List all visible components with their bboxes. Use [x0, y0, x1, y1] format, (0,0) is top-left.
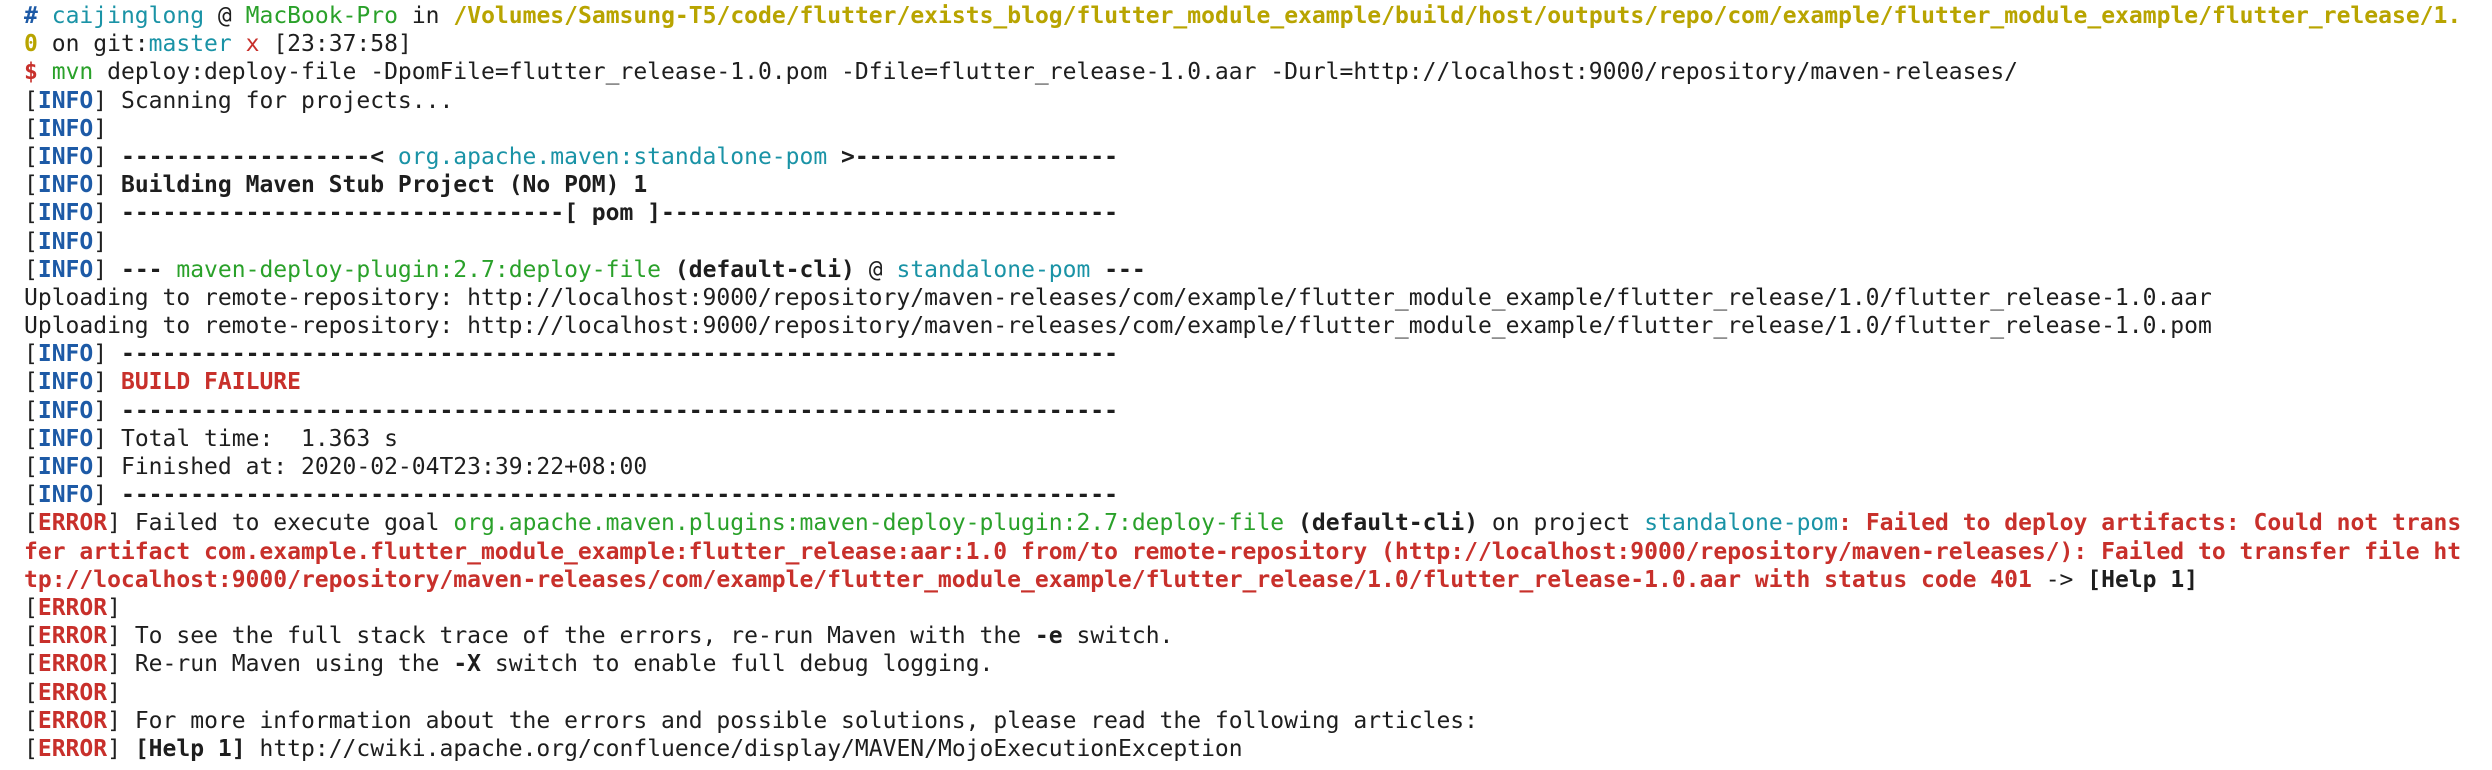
plugin-exec: (default-cli): [674, 256, 855, 283]
log-line: [INFO] Building Maven Stub Project (No P…: [24, 171, 2468, 199]
prompt-dollar: $: [24, 59, 38, 86]
log-line: [INFO] ------------------< org.apache.ma…: [24, 143, 2468, 171]
prompt-path: /Volumes/Samsung-T5/code/flutter/exists_…: [24, 3, 2462, 58]
plugin-at: @: [868, 256, 883, 283]
error-tag: [ERROR]: [24, 707, 121, 734]
error-line: [ERROR] For more information about the e…: [24, 707, 2468, 735]
error-arrow: ->: [2045, 566, 2074, 593]
error-text: To see the full stack trace of the error…: [134, 623, 1022, 650]
command-args: deploy:deploy-file -DpomFile=flutter_rel…: [107, 59, 2019, 86]
error-text: Re-run Maven using the: [134, 651, 440, 678]
info-tag: [INFO]: [24, 228, 108, 255]
separator: ----------------------------------------…: [120, 482, 1118, 509]
info-tag: [INFO]: [24, 115, 108, 142]
total-time: Total time: 1.363 s: [120, 425, 398, 452]
info-tag: [INFO]: [24, 172, 108, 199]
build-failure: BUILD FAILURE: [120, 369, 301, 396]
info-tag: [INFO]: [24, 143, 108, 170]
error-text: switch to enable full debug logging.: [494, 651, 994, 678]
flag-e: -e: [1034, 623, 1063, 650]
log-line: [INFO] Total time: 1.363 s: [24, 425, 2468, 453]
log-text: Scanning for projects...: [120, 87, 454, 114]
error-text: Failed to execute goal: [134, 510, 440, 537]
error-line: [ERROR] Re-run Maven using the -X switch…: [24, 650, 2468, 678]
upload-line: Uploading to remote-repository: http://l…: [24, 313, 2212, 340]
error-text: switch.: [1076, 623, 1174, 650]
log-line: [INFO] Scanning for projects...: [24, 87, 2468, 115]
prompt-on-git: on git:: [51, 31, 149, 58]
log-line: [INFO] --- maven-deploy-plugin:2.7:deplo…: [24, 256, 2468, 284]
info-tag: [INFO]: [24, 87, 108, 114]
error-line: [ERROR] [Help 1] http://cwiki.apache.org…: [24, 735, 2468, 763]
plugin-project: standalone-pom: [896, 256, 1091, 283]
log-text: --------------------------------[ pom ]-…: [120, 200, 1118, 227]
error-text: on project: [1491, 510, 1631, 537]
command-name: mvn: [51, 59, 94, 86]
log-line: [INFO]: [24, 115, 2468, 143]
info-tag: [INFO]: [24, 482, 108, 509]
log-line: [INFO]: [24, 228, 2468, 256]
info-tag: [INFO]: [24, 200, 108, 227]
prompt-at: @: [217, 3, 232, 29]
info-tag: [INFO]: [24, 454, 108, 481]
upload-line: Uploading to remote-repository: http://l…: [24, 284, 2212, 311]
command-line[interactable]: $ mvn deploy:deploy-file -DpomFile=flutt…: [24, 58, 2468, 86]
log-text: ------------------<: [120, 143, 398, 170]
prompt-dirty: x: [245, 31, 260, 58]
error-line: [ERROR]: [24, 679, 2468, 707]
log-line: [INFO] BUILD FAILURE: [24, 368, 2468, 396]
info-tag: [INFO]: [24, 425, 108, 452]
flag-x: -X: [453, 651, 482, 678]
log-line: [INFO] --------------------------------[…: [24, 199, 2468, 227]
prompt-branch: master: [148, 31, 232, 58]
error-tag: [ERROR]: [24, 679, 121, 706]
artifact-id: org.apache.maven:standalone-pom: [397, 143, 828, 170]
log-line: [INFO] ---------------------------------…: [24, 340, 2468, 368]
info-tag: [INFO]: [24, 256, 108, 283]
error-tag: [ERROR]: [24, 651, 121, 678]
error-tag: [ERROR]: [24, 510, 121, 537]
log-text: ---: [120, 256, 177, 283]
error-text: For more information about the errors an…: [134, 707, 1479, 734]
prompt-hash: #: [24, 3, 38, 29]
prompt-time: [23:37:58]: [273, 31, 412, 58]
separator: ----------------------------------------…: [120, 341, 1118, 368]
log-text: >-------------------: [827, 143, 1118, 170]
info-tag: [INFO]: [24, 369, 108, 396]
log-line: [INFO] ---------------------------------…: [24, 481, 2468, 509]
error-tag: [ERROR]: [24, 623, 121, 650]
info-tag: [INFO]: [24, 397, 108, 424]
error-line: [ERROR] To see the full stack trace of t…: [24, 622, 2468, 650]
separator: ----------------------------------------…: [120, 397, 1118, 424]
prompt-host: MacBook-Pro: [245, 3, 398, 29]
log-text: Building Maven Stub Project (No POM) 1: [120, 172, 648, 199]
prompt-user: caijinglong: [51, 3, 205, 29]
plugin-goal: maven-deploy-plugin:2.7:deploy-file: [176, 256, 662, 283]
error-exec: (default-cli): [1298, 510, 1479, 537]
error-line: [ERROR]: [24, 594, 2468, 622]
log-text: ---: [1104, 256, 1146, 283]
error-tag: [ERROR]: [24, 735, 121, 762]
help-ref: [Help 1]: [2087, 566, 2199, 593]
help-url[interactable]: http://cwiki.apache.org/confluence/displ…: [259, 735, 1243, 762]
error-tag: [ERROR]: [24, 595, 121, 622]
error-project: standalone-pom: [1644, 510, 1839, 537]
error-goal: org.apache.maven.plugins:maven-deploy-pl…: [453, 510, 1285, 537]
prompt-line: # caijinglong @ MacBook-Pro in /Volumes/…: [24, 2, 2464, 58]
log-line: [INFO] Finished at: 2020-02-04T23:39:22+…: [24, 453, 2468, 481]
error-message: : Failed to deploy artifacts: Could not …: [24, 510, 2462, 593]
log-line: [INFO] ---------------------------------…: [24, 397, 2468, 425]
help-label: [Help 1]: [134, 735, 246, 762]
error-line: [ERROR] Failed to execute goal org.apach…: [24, 509, 2464, 594]
info-tag: [INFO]: [24, 341, 108, 368]
finished-at: Finished at: 2020-02-04T23:39:22+08:00: [120, 454, 648, 481]
prompt-in: in: [411, 3, 440, 29]
